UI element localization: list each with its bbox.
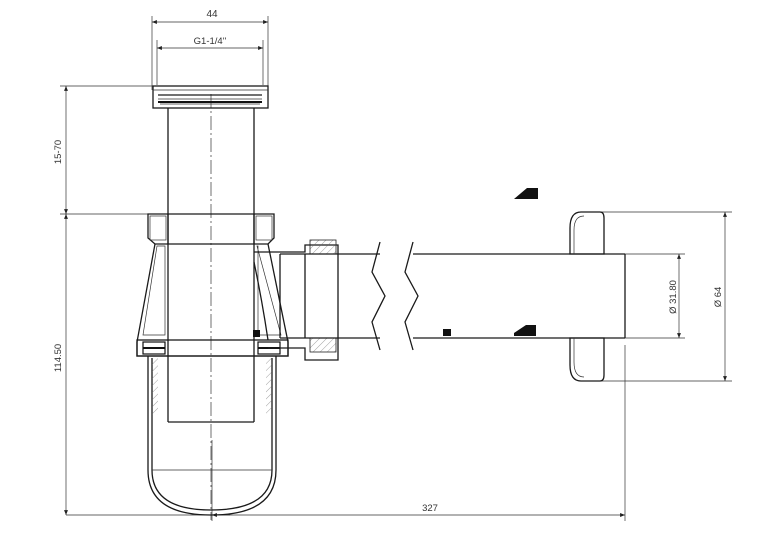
section-marker (514, 188, 538, 199)
dim-top-width: 44 (151, 9, 269, 90)
horizontal-wall-pipe (280, 241, 626, 351)
dim-pipe-diameter: Ø 31.80 (625, 253, 685, 339)
dim-flange-diameter-label: Ø 64 (713, 287, 724, 308)
dim-flange-diameter: Ø 64 (600, 211, 732, 382)
dim-overall-length: 327 (66, 345, 626, 521)
dim-adjust-range: 15-70 (53, 85, 160, 215)
dim-adjust-range-label: 15-70 (53, 140, 64, 164)
dim-trap-height-label: 114.50 (53, 344, 64, 372)
dim-overall-length-label: 327 (422, 503, 438, 514)
wall-flange (569, 211, 605, 382)
dim-thread-label: G1-1/4'' (194, 36, 227, 47)
dim-thread: G1-1/4'' (156, 36, 264, 85)
dim-pipe-diameter-label: Ø 31.80 (668, 280, 679, 314)
dim-trap-height: 114.50 (53, 214, 68, 515)
outlet-connector (253, 239, 339, 361)
dim-top-width-label: 44 (206, 9, 218, 20)
trap-body (136, 213, 289, 516)
top-threaded-nut (152, 85, 269, 109)
